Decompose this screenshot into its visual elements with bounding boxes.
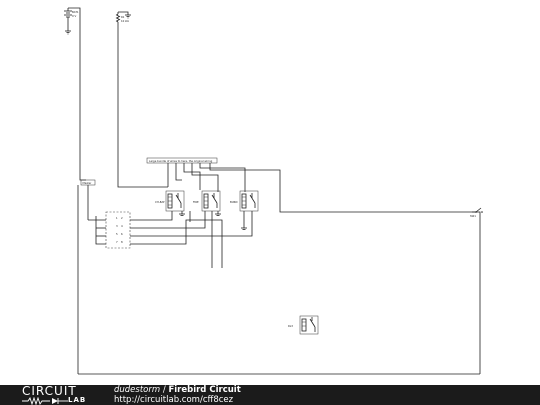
resistor-value: 10 kΩ	[121, 19, 129, 23]
master-label: Master	[83, 181, 93, 185]
author-link[interactable]: dudestorm	[114, 385, 161, 395]
ic-pin-5: 5	[116, 232, 118, 236]
battery-label: BAT1	[72, 10, 79, 14]
resistor-r1[interactable]: R1 10 kΩ	[115, 11, 132, 23]
battery-bat1[interactable]: BAT1 9 V	[64, 8, 79, 35]
relay-cylbat-label: CYLBAT	[155, 200, 165, 204]
master-node[interactable]: Master	[77, 179, 96, 374]
relay-fire[interactable]: FIRE	[193, 190, 221, 212]
relay-burn[interactable]: BURN	[230, 190, 259, 212]
bus-label: Large bundle of wires to here, the origi…	[149, 159, 213, 163]
logo-wave-icon	[22, 397, 68, 405]
wires-ic	[88, 211, 253, 268]
circuit-byline: dudestorm / Firebird Circuit	[114, 386, 241, 395]
battery-value: 9 V	[72, 14, 76, 18]
relay-fire-label: FIRE	[193, 200, 199, 204]
ic-pin-8: 8	[121, 240, 123, 244]
ic-pin-2: 2	[121, 216, 123, 220]
footer-bar: CIRCUIT LAB dudestorm / Firebird Circuit…	[0, 385, 540, 405]
circuit-title[interactable]: Firebird Circuit	[168, 385, 241, 395]
switch-sw1[interactable]: SW1	[470, 207, 483, 218]
ic-block[interactable]: 1 2 3 4 5 6 7 8	[105, 211, 131, 249]
ground-symbols	[179, 211, 247, 230]
ic-pin-1: 1	[116, 216, 118, 220]
relay-burn-label: BURN	[230, 200, 237, 204]
schematic-canvas[interactable]: BAT1 9 V R1 10 kΩ Master Large bundle of…	[0, 0, 540, 385]
circuit-url-link[interactable]: http://circuitlab.com/cff8cez	[114, 394, 234, 405]
relay-rl3-label: RL3	[288, 324, 293, 328]
ic-pin-6: 6	[121, 232, 123, 236]
relay-rl3[interactable]: RL3	[288, 315, 319, 335]
circuitlab-logo[interactable]: CIRCUIT LAB	[22, 384, 94, 405]
bus-label-box: Large bundle of wires to here, the origi…	[146, 157, 481, 374]
byline-separator: /	[160, 385, 169, 395]
relay-cylbat[interactable]: CYLBAT	[155, 190, 185, 212]
switch-label: SW1	[470, 214, 476, 218]
logo-text-bottom: LAB	[68, 396, 87, 404]
resistor-label: R1	[121, 15, 125, 19]
ic-pin-3: 3	[116, 224, 118, 228]
ic-pin-7: 7	[116, 240, 118, 244]
wire-resistor-relay	[117, 22, 168, 188]
ic-pin-4: 4	[121, 224, 123, 228]
wire-battery-master	[68, 7, 86, 181]
logo-text-top: CIRCUIT	[22, 384, 77, 398]
